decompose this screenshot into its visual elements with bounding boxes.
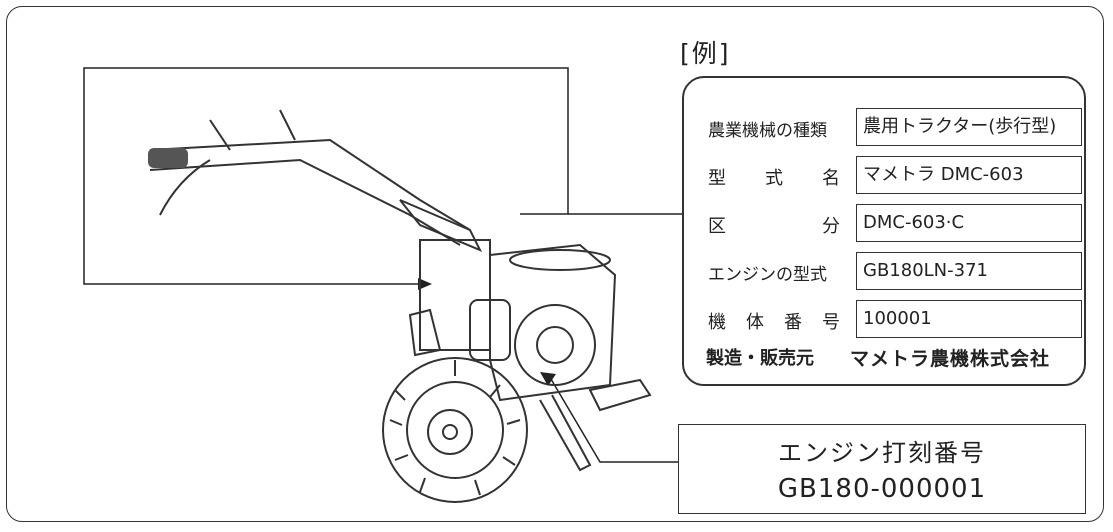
callout-arrow-left — [418, 278, 432, 290]
plate-row-type: 農業機械の種類 農用トラクター(歩行型) — [698, 108, 1082, 148]
engine-body — [408, 239, 652, 412]
plate-row-division: 区 分 DMC-603·C — [698, 204, 1082, 244]
handle-grip — [148, 148, 188, 168]
plate-value-type: 農用トラクター(歩行型) — [856, 108, 1082, 146]
engine-stamp-title: エンジン打刻番号 — [778, 439, 986, 467]
plate-value-serial: 100001 — [856, 300, 1082, 338]
wheel — [382, 357, 528, 503]
plate-row-model: 型 式 名 マメトラ DMC-603 — [698, 156, 1082, 196]
plate-label-engine-model: エンジンの型式 — [708, 265, 827, 285]
plate-value-division: DMC-603·C — [856, 204, 1082, 242]
handlebars — [149, 109, 483, 252]
example-label: [例] — [680, 39, 731, 68]
plate-row-serial: 機 体 番 号 100001 — [698, 300, 1082, 340]
plate-value-model: マメトラ DMC-603 — [856, 156, 1082, 194]
plate-row-engine-model: エンジンの型式 GB180LN-371 — [698, 252, 1082, 292]
plate-label-serial: 機 体 番 号 — [708, 312, 840, 333]
plate-footer-label: 製造・販売元 — [706, 348, 814, 369]
stand — [539, 394, 592, 472]
outer-frame — [6, 6, 1104, 522]
engine-stamp-box: エンジン打刻番号 GB180-000001 — [678, 424, 1086, 514]
engine-stamp-number: GB180-000001 — [777, 474, 987, 504]
plate-label-division: 区 分 — [708, 216, 840, 237]
callout-lines — [83, 67, 682, 463]
plate-manufacturer: マメトラ農機株式会社 — [850, 348, 1051, 370]
name-plate: 農業機械の種類 農用トラクター(歩行型) 型 式 名 マメトラ DMC-603 … — [682, 76, 1086, 386]
callout-arrow-engine — [540, 372, 556, 386]
plate-value-engine-model: GB180LN-371 — [856, 252, 1082, 290]
plate-label-type: 農業機械の種類 — [708, 121, 827, 141]
plate-label-model: 型 式 名 — [708, 168, 840, 189]
